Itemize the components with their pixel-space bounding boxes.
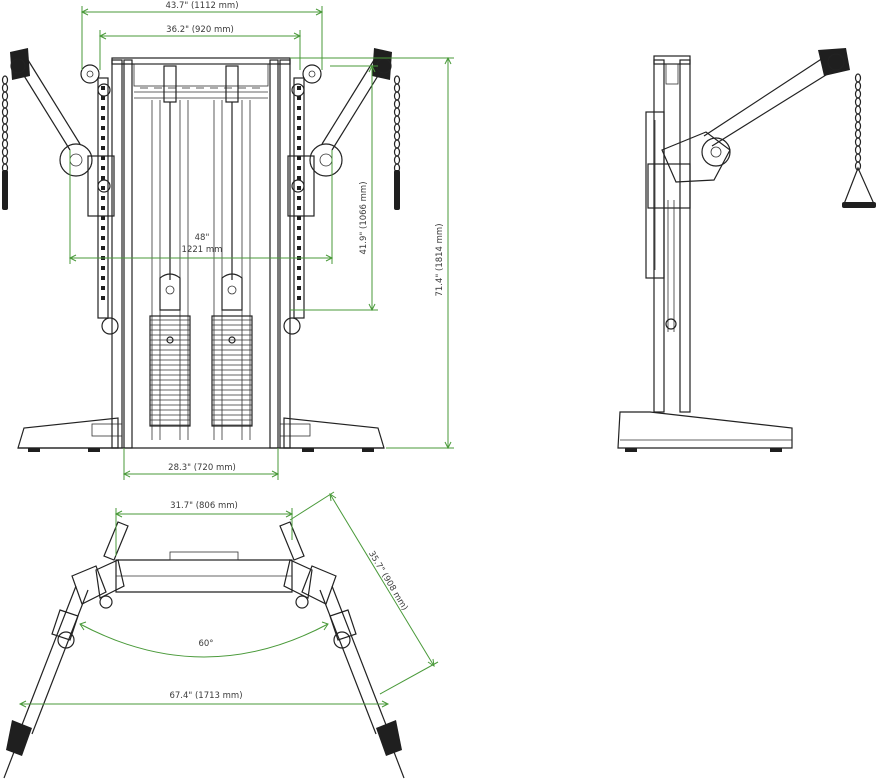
left-swivel-arm	[10, 48, 93, 177]
right-top-pulley	[302, 64, 322, 84]
left-inner-upright	[123, 59, 133, 449]
right-swivel-arm	[309, 48, 392, 177]
left-base-foot	[17, 417, 119, 449]
right-inner-upright	[269, 59, 279, 449]
dim-arm-span-mm: 1221 mm	[182, 245, 223, 255]
dim-span: 67.4" (1713 mm)	[169, 691, 242, 701]
right-outer-upright	[279, 59, 291, 449]
dim-total-height: 71.4" (1814 mm)	[435, 223, 445, 296]
dim-top-frame-width: 36.2" (920 mm)	[166, 25, 234, 35]
right-carriage	[287, 155, 315, 217]
dim-angle: 60°	[198, 639, 213, 649]
top-right-arm	[319, 585, 405, 779]
dim-top-frame-width-top: 31.7" (806 mm)	[170, 501, 238, 511]
left-carriage	[87, 155, 115, 217]
side-upright-rear	[679, 59, 691, 413]
dim-arm-length: 35.7" (908 mm)	[366, 549, 409, 612]
left-weight-stack	[149, 315, 191, 427]
top-beam	[111, 57, 291, 65]
right-weight-stack	[211, 315, 253, 427]
side-base	[617, 411, 793, 449]
top-left-arm	[3, 585, 89, 779]
side-view	[617, 48, 876, 452]
side-upright-front	[653, 59, 665, 413]
dim-arm-height: 41.9" (1066 mm)	[359, 181, 369, 254]
dim-arm-span-value: 48"	[195, 233, 210, 243]
front-view: 43.7" (1112 mm) 36.2" (920 mm) 48" 1221 …	[1, 1, 454, 480]
side-track	[645, 111, 665, 279]
dim-overall-width: 43.7" (1112 mm)	[165, 1, 238, 11]
top-dimensions	[18, 491, 439, 708]
side-carriage	[647, 163, 691, 209]
front-dimensions	[68, 6, 454, 480]
side-pulley	[701, 137, 731, 167]
left-top-pulley	[80, 64, 100, 84]
top-view: 31.7" (806 mm) 35.7" (908 mm) 60° 67.4" …	[3, 491, 439, 779]
dim-base-width: 28.3" (720 mm)	[168, 463, 236, 473]
side-handle	[843, 166, 875, 205]
left-outer-upright	[111, 59, 123, 449]
right-base-foot	[283, 417, 385, 449]
